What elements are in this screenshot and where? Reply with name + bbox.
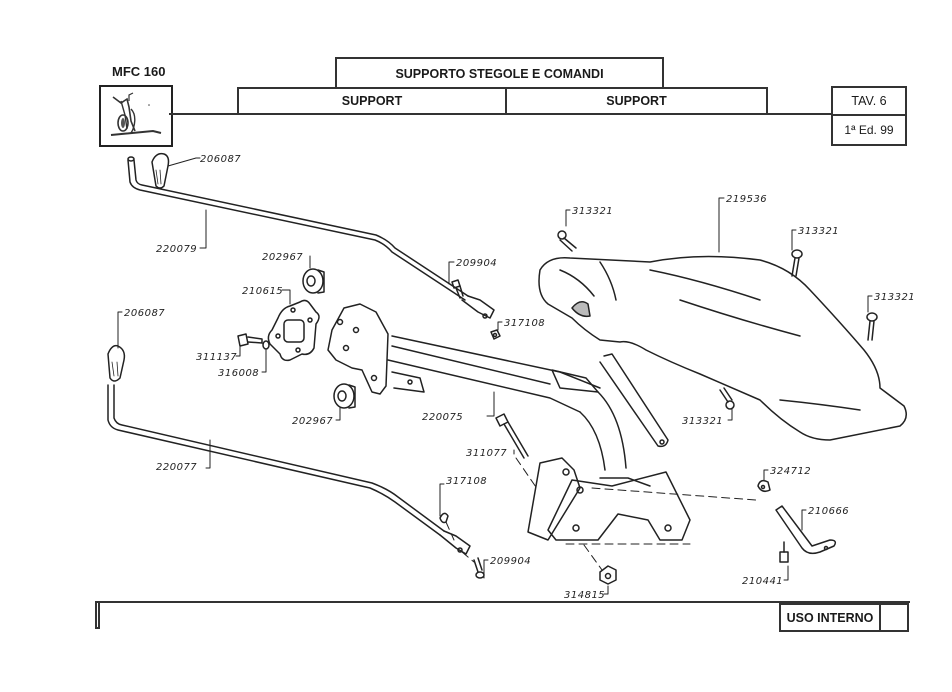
part-label: 202967: [292, 416, 333, 427]
header-rule: [169, 113, 832, 115]
part-label: 314815: [564, 590, 605, 601]
part-label: 210441: [742, 576, 783, 587]
base-bracket: [527, 457, 691, 541]
handlebar-support: [327, 303, 669, 471]
control-rod-lower: [107, 384, 471, 555]
part-label: 313321: [682, 416, 723, 427]
usage-label: USO INTERNO: [779, 603, 881, 632]
tiller-icon: [110, 92, 162, 136]
clevis-pin-lower: [473, 557, 485, 579]
part-label: 219536: [726, 194, 767, 205]
part-label: 313321: [572, 206, 613, 217]
bolt-311137: [237, 333, 263, 347]
footer-right-cell: [879, 603, 909, 632]
screw-right: [866, 312, 878, 341]
control-rod-upper: [127, 156, 495, 319]
cable-clip: [757, 479, 771, 493]
cover-hood: [538, 255, 907, 441]
part-label: 210615: [242, 286, 283, 297]
screw-left: [557, 230, 577, 252]
part-label: 220079: [156, 244, 197, 255]
part-label: 311137: [196, 352, 237, 363]
grip-knob-lower: [107, 344, 126, 382]
rubber-bushing-lower: [333, 383, 356, 409]
long-bolt: [495, 413, 529, 459]
part-label: 311077: [466, 448, 507, 459]
part-label: 209904: [490, 556, 531, 567]
grip-knob-upper: [151, 152, 170, 189]
part-label: 324712: [770, 466, 811, 477]
part-label: 316008: [218, 368, 259, 379]
part-label: 317108: [446, 476, 487, 487]
part-label: 206087: [124, 308, 165, 319]
bracket-arm: [775, 505, 837, 555]
clip-lower: [439, 512, 449, 524]
part-label: 317108: [504, 318, 545, 329]
footer-rule: [95, 601, 910, 603]
spacer-stud: [779, 541, 789, 563]
screw-top: [791, 249, 803, 277]
washer-316008: [262, 340, 270, 350]
part-label: 313321: [874, 292, 915, 303]
model-label: MFC 160: [112, 64, 166, 79]
part-label: 220077: [156, 462, 197, 473]
part-label: 202967: [262, 252, 303, 263]
part-label: 220075: [422, 412, 463, 423]
nut: [599, 565, 617, 585]
part-label: 209904: [456, 258, 497, 269]
clevis-pin-upper: [451, 279, 464, 299]
clip-upper: [490, 329, 501, 340]
part-label: 313321: [798, 226, 839, 237]
edition-label: 1ª Ed. 99: [831, 114, 907, 146]
part-label: 206087: [200, 154, 241, 165]
part-label: 210666: [808, 506, 849, 517]
machine-thumbnail: [99, 85, 173, 147]
page-title: SUPPORTO STEGOLE E COMANDI: [335, 57, 664, 89]
screw-lower: [719, 387, 735, 410]
rubber-bushing-upper: [302, 268, 325, 294]
flange-plate: [267, 299, 320, 362]
footer-left-tab: [95, 601, 100, 629]
